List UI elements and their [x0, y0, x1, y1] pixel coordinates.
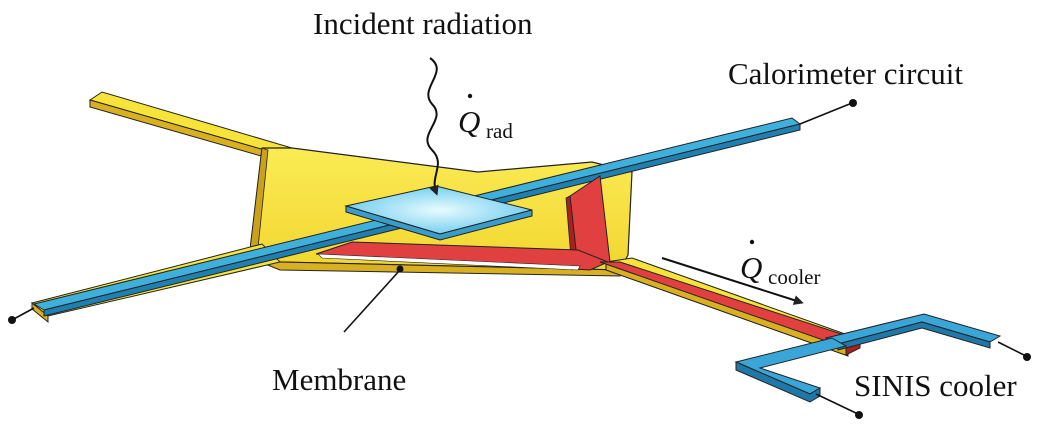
incident-radiation-arrow [426, 57, 439, 196]
sinis-terminal-bottom [855, 411, 863, 419]
q-cooler-symbol: Q [740, 250, 762, 285]
membrane-arm-lower-left-side [31, 301, 49, 324]
membrane-leader-line [343, 269, 401, 333]
q-cooler-label: Q cooler [740, 239, 820, 289]
calorimeter-circuit-label: Calorimeter circuit [728, 56, 963, 91]
membrane-arm-upper-left-side [89, 99, 283, 163]
incident-radiation-label: Incident radiation [313, 6, 533, 41]
sinis-bracket-right-side [837, 321, 991, 351]
sinis-bracket-left-side [735, 361, 821, 403]
cooler-lead-diagonal [599, 261, 862, 349]
radiation-wave [426, 57, 439, 196]
sinis-terminal-right [1023, 353, 1031, 361]
membrane-arm-upper-left [88, 91, 294, 156]
q-cooler-arrow [661, 257, 804, 305]
sinis-terminal-right-wire [997, 341, 1027, 357]
sinis-terminal-bottom-wire [815, 393, 859, 415]
cooler-lead [315, 175, 862, 356]
calorimeter-terminal-right [849, 99, 857, 107]
absorber [344, 185, 533, 241]
calorimeter-terminal-left [8, 316, 16, 324]
membrane-label: Membrane [272, 362, 406, 397]
q-rad-subscript: rad [486, 119, 513, 143]
q-rad-dot [467, 93, 473, 99]
calorimeter-terminal-right-wire [799, 102, 853, 125]
q-cooler-subscript: cooler [768, 265, 820, 289]
calorimeter-terminal-left-wire [11, 307, 35, 321]
sinis-cooler-label: SINIS cooler [854, 368, 1017, 403]
membrane-leader-dot [396, 265, 404, 273]
q-cooler-dot [749, 239, 755, 245]
sinis-cooler [734, 313, 1031, 419]
cooler-lead-white-gap [317, 253, 581, 271]
absorber-side [345, 205, 533, 241]
q-rad-label: Q rad [458, 93, 513, 143]
q-rad-symbol: Q [458, 104, 480, 139]
